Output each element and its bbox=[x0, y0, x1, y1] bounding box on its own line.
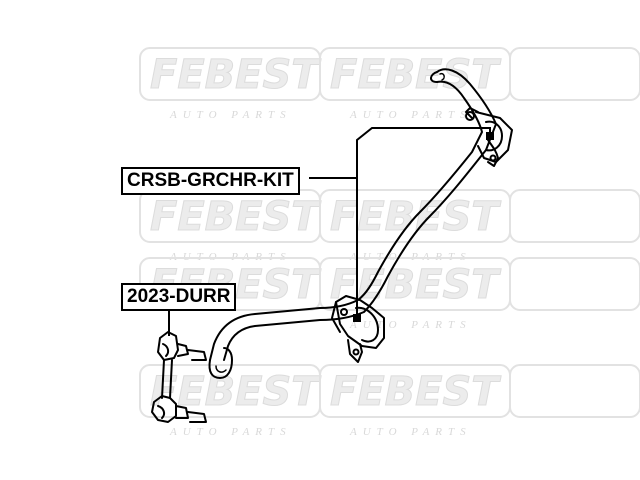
watermark-sub: AUTO PARTS bbox=[349, 319, 472, 331]
watermark-1: FEBEST AUTO PARTS bbox=[139, 47, 322, 121]
bar-top-end bbox=[430, 71, 438, 83]
part-label-stabilizer-bushing-kit: CRSB-GRCHR-KIT bbox=[121, 167, 300, 195]
stabilizer-bar-outline-upper bbox=[223, 68, 497, 361]
leader-crsb-upper bbox=[356, 127, 491, 178]
watermark-2: FEBEST AUTO PARTS bbox=[319, 47, 511, 121]
leader-markers bbox=[353, 132, 494, 322]
watermark-brand: FEBEST bbox=[330, 369, 501, 415]
watermark-sub: AUTO PARTS bbox=[349, 426, 472, 438]
link-lower-joint bbox=[151, 395, 177, 423]
link-shaft bbox=[161, 359, 173, 399]
stabilizer-link bbox=[151, 331, 207, 423]
watermark-3: FEBEST AUTO PARTS bbox=[139, 189, 322, 263]
watermark-brand: FEBEST bbox=[150, 194, 321, 240]
lower-bushing bbox=[331, 295, 385, 363]
watermark-brand: FEBEST bbox=[330, 52, 501, 98]
watermark-7: FEBEST AUTO PARTS bbox=[139, 364, 322, 438]
watermark-sub: AUTO PARTS bbox=[349, 109, 472, 121]
bar-left-end-slot bbox=[215, 365, 227, 373]
leader-crsb-upper-dot bbox=[486, 132, 494, 140]
leader-lines bbox=[168, 127, 491, 336]
stabilizer-bar bbox=[208, 68, 513, 379]
watermark-4: FEBEST AUTO PARTS bbox=[319, 189, 511, 263]
watermark-layer: FEBEST AUTO PARTS FEBEST AUTO PARTS FEBE… bbox=[139, 47, 640, 438]
watermark-8: FEBEST AUTO PARTS bbox=[319, 364, 511, 438]
watermark-brand: FEBEST bbox=[150, 52, 321, 98]
part-label-stabilizer-link: 2023-DURR bbox=[121, 283, 237, 311]
watermark-sub: AUTO PARTS bbox=[169, 109, 292, 121]
leader-crsb-lower-dot bbox=[353, 314, 361, 322]
upper-bushing bbox=[465, 107, 513, 167]
bar-left-end bbox=[208, 347, 233, 379]
watermark-sub: AUTO PARTS bbox=[169, 426, 292, 438]
link-upper-joint bbox=[157, 331, 179, 361]
bar-top-end-detail bbox=[439, 72, 445, 81]
watermark-6: FEBEST AUTO PARTS bbox=[319, 257, 511, 331]
stabilizer-bar-outline-lower bbox=[209, 80, 483, 361]
watermark-9 bbox=[509, 47, 640, 418]
